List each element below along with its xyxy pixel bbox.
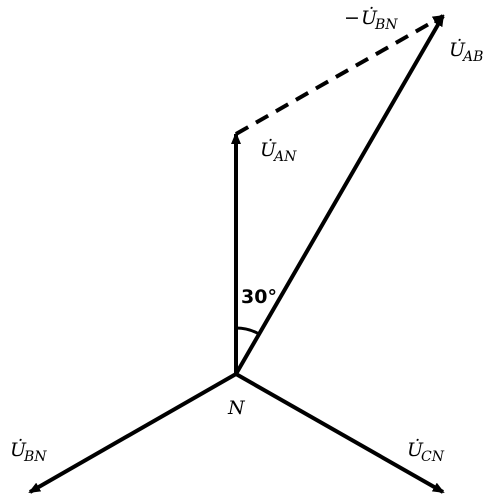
phasor-neg-u-bn [235,14,445,136]
svg-text:AB: AB [461,49,483,65]
node-label-n: N [227,397,246,419]
phasor-u-ab [234,14,445,376]
label-u-bn: U̇ BN [10,439,47,465]
svg-text:U̇: U̇ [10,439,27,461]
svg-text:−: − [344,7,360,29]
label-neg-u-bn: − U̇ BN [344,7,398,33]
svg-text:CN: CN [421,449,445,465]
angle-arc [235,326,260,336]
svg-text:U̇: U̇ [361,7,378,29]
label-u-an: U̇ AN [260,139,297,165]
svg-text:U̇: U̇ [449,39,466,61]
svg-text:BN: BN [23,449,47,465]
phasor-u-bn [28,372,237,494]
svg-text:U̇: U̇ [407,439,424,461]
svg-text:AN: AN [272,149,297,165]
svg-text:BN: BN [374,17,398,33]
label-u-cn: U̇ CN [407,439,445,465]
angle-label: 30° [241,286,277,308]
phasor-u-cn [235,372,445,494]
svg-text:U̇: U̇ [260,139,277,161]
label-u-ab: U̇ AB [449,39,483,65]
